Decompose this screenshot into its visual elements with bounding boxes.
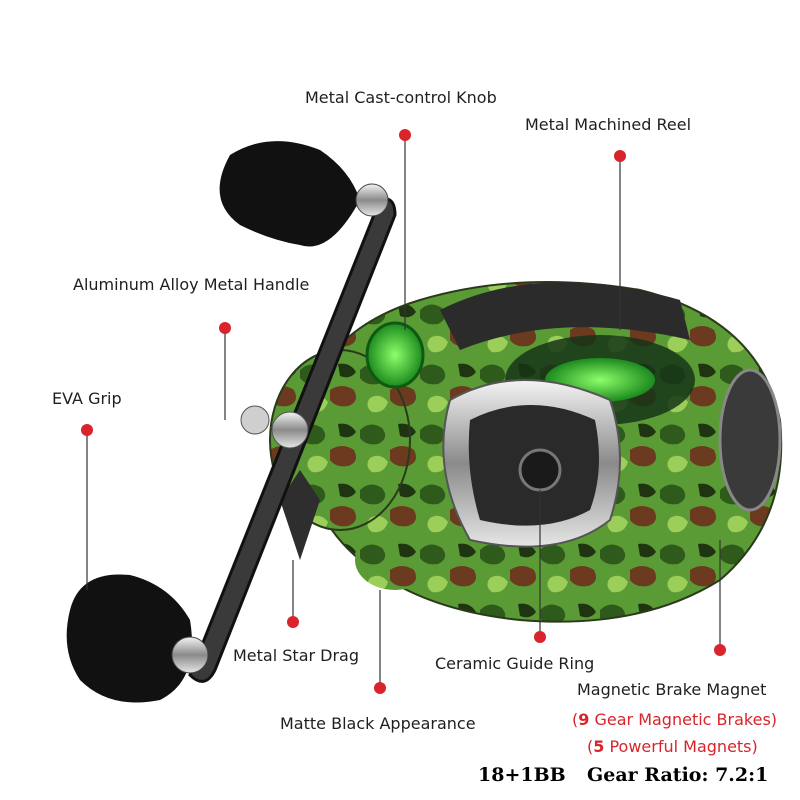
label-magnets: (5 Powerful Magnets) (587, 737, 758, 756)
cast-control-knob (365, 321, 425, 389)
label-handle: Aluminum Alloy Metal Handle (73, 275, 310, 294)
label-guide-ring: Ceramic Guide Ring (435, 654, 595, 673)
label-eva-grip: EVA Grip (52, 389, 122, 408)
gear-brakes-text: Gear Magnetic Brakes) (589, 710, 778, 729)
side-plate (718, 368, 782, 512)
label-gear-brakes: (9 Gear Magnetic Brakes) (572, 710, 778, 729)
dot-machined-reel (614, 150, 626, 162)
dot-cast-knob (399, 129, 411, 141)
dot-brake-magnet (714, 644, 726, 656)
reel-frame (440, 282, 690, 350)
dot-star-drag (287, 616, 299, 628)
callout-dots (81, 129, 726, 694)
guide-ring (518, 448, 562, 492)
magnets-text: Powerful Magnets) (604, 737, 758, 756)
label-matte-black: Matte Black Appearance (280, 714, 476, 733)
star-drag (280, 470, 320, 560)
eva-grip-bottom (66, 574, 192, 703)
spec-gear-ratio: Gear Ratio: 7.2:1 (587, 764, 769, 786)
dot-guide-ring (534, 631, 546, 643)
label-star-drag: Metal Star Drag (233, 646, 360, 665)
label-cast-control-knob: Metal Cast-control Knob (305, 88, 497, 107)
dot-handle (219, 322, 231, 334)
eva-grip-top (219, 141, 360, 247)
dot-eva-grip (81, 424, 93, 436)
callout-lines (86, 135, 721, 688)
label-brake-magnet: Magnetic Brake Magnet (577, 680, 767, 699)
gear-brakes-number: 9 (578, 710, 590, 729)
magnets-number: 5 (593, 737, 605, 756)
dot-matte-black (374, 682, 386, 694)
spec-bearings: 18+1BB (478, 764, 566, 786)
label-machined-reel: Metal Machined Reel (525, 115, 692, 134)
